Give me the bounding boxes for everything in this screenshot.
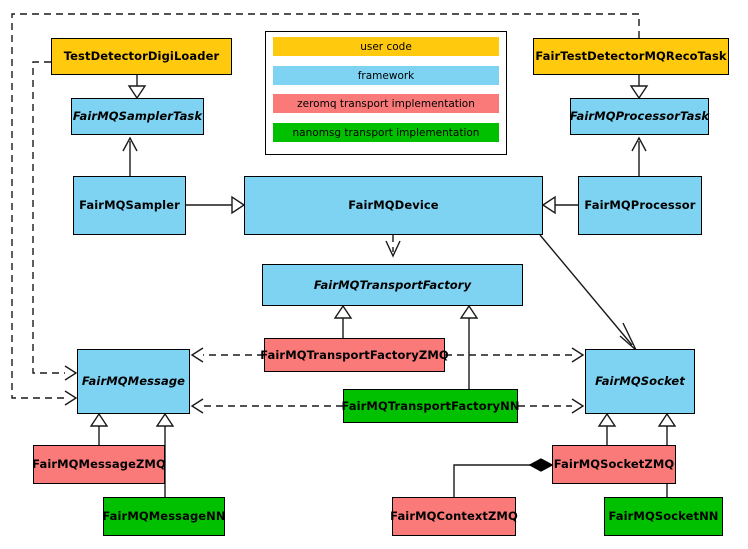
legend-swatch-zeromq: zeromq transport implementation: [273, 94, 499, 113]
class-box-fairmqtransportfactoryzmq[interactable]: FairMQTransportFactoryZMQ: [260, 338, 449, 372]
edge-tfnn-socket: [518, 398, 585, 414]
legend-swatch-user-code: user code: [273, 37, 499, 56]
edge-tfzmq-transportfactory: [333, 304, 353, 338]
legend-swatch-framework: framework: [273, 66, 499, 85]
edge-socketzmq-socket: [597, 412, 617, 445]
class-box-fairmqmessagenn[interactable]: FairMQMessageNN: [102, 497, 226, 536]
edge-device-transportfactory: [385, 235, 401, 258]
edge-recotask-processortask: [629, 75, 649, 100]
class-box-fairmqsampler[interactable]: FairMQSampler: [73, 176, 186, 235]
edge-digiloader-samplertask: [127, 75, 147, 100]
edge-tfzmq-socket: [445, 347, 585, 363]
edge-device-socket: [539, 234, 637, 351]
edge-processor-device: [541, 195, 578, 215]
class-box-fairmqmessagezmq[interactable]: FairMQMessageZMQ: [32, 445, 166, 484]
edge-messagezmq-message: [89, 412, 109, 445]
edge-contextzmq-socketzmq: [453, 458, 554, 497]
class-box-fairmqcontextzmq[interactable]: FairMQContextZMQ: [390, 497, 518, 536]
class-box-fairmqsocketzmq[interactable]: FairMQSocketZMQ: [552, 445, 676, 484]
class-box-fairmqprocessortask[interactable]: FairMQProcessorTask: [570, 98, 709, 135]
edge-sampler-samplertask: [122, 136, 138, 176]
legend-swatch-nanomsg: nanomsg transport implementation: [273, 123, 499, 142]
edge-tfnn-transportfactory: [459, 304, 479, 389]
edge-tfnn-message: [190, 398, 343, 414]
class-box-fairmqmessage[interactable]: FairMQMessage: [77, 349, 190, 414]
edge-sampler-device: [186, 195, 246, 215]
class-box-fairmqdevice[interactable]: FairMQDevice: [244, 176, 543, 235]
class-box-fairtestdetectormqrecotask[interactable]: FairTestDetectorMQRecoTask: [533, 38, 729, 75]
class-box-fairmqsocketnn[interactable]: FairMQSocketNN: [604, 497, 723, 536]
class-box-fairmqtransportfactorynn[interactable]: FairMQTransportFactoryNN: [341, 389, 519, 423]
class-box-fairmqprocessor[interactable]: FairMQProcessor: [578, 176, 702, 235]
class-box-fairmqsocket[interactable]: FairMQSocket: [585, 349, 695, 414]
class-box-fairmqsamplertask[interactable]: FairMQSamplerTask: [71, 98, 204, 135]
edge-digiloader-message: [32, 61, 78, 381]
class-box-testdetectordigiloader[interactable]: TestDetectorDigiLoader: [51, 38, 232, 75]
edge-tfzmq-message: [190, 347, 264, 363]
class-box-fairmqtransportfactory[interactable]: FairMQTransportFactory: [262, 264, 523, 306]
edge-processor-processortask: [631, 136, 647, 176]
